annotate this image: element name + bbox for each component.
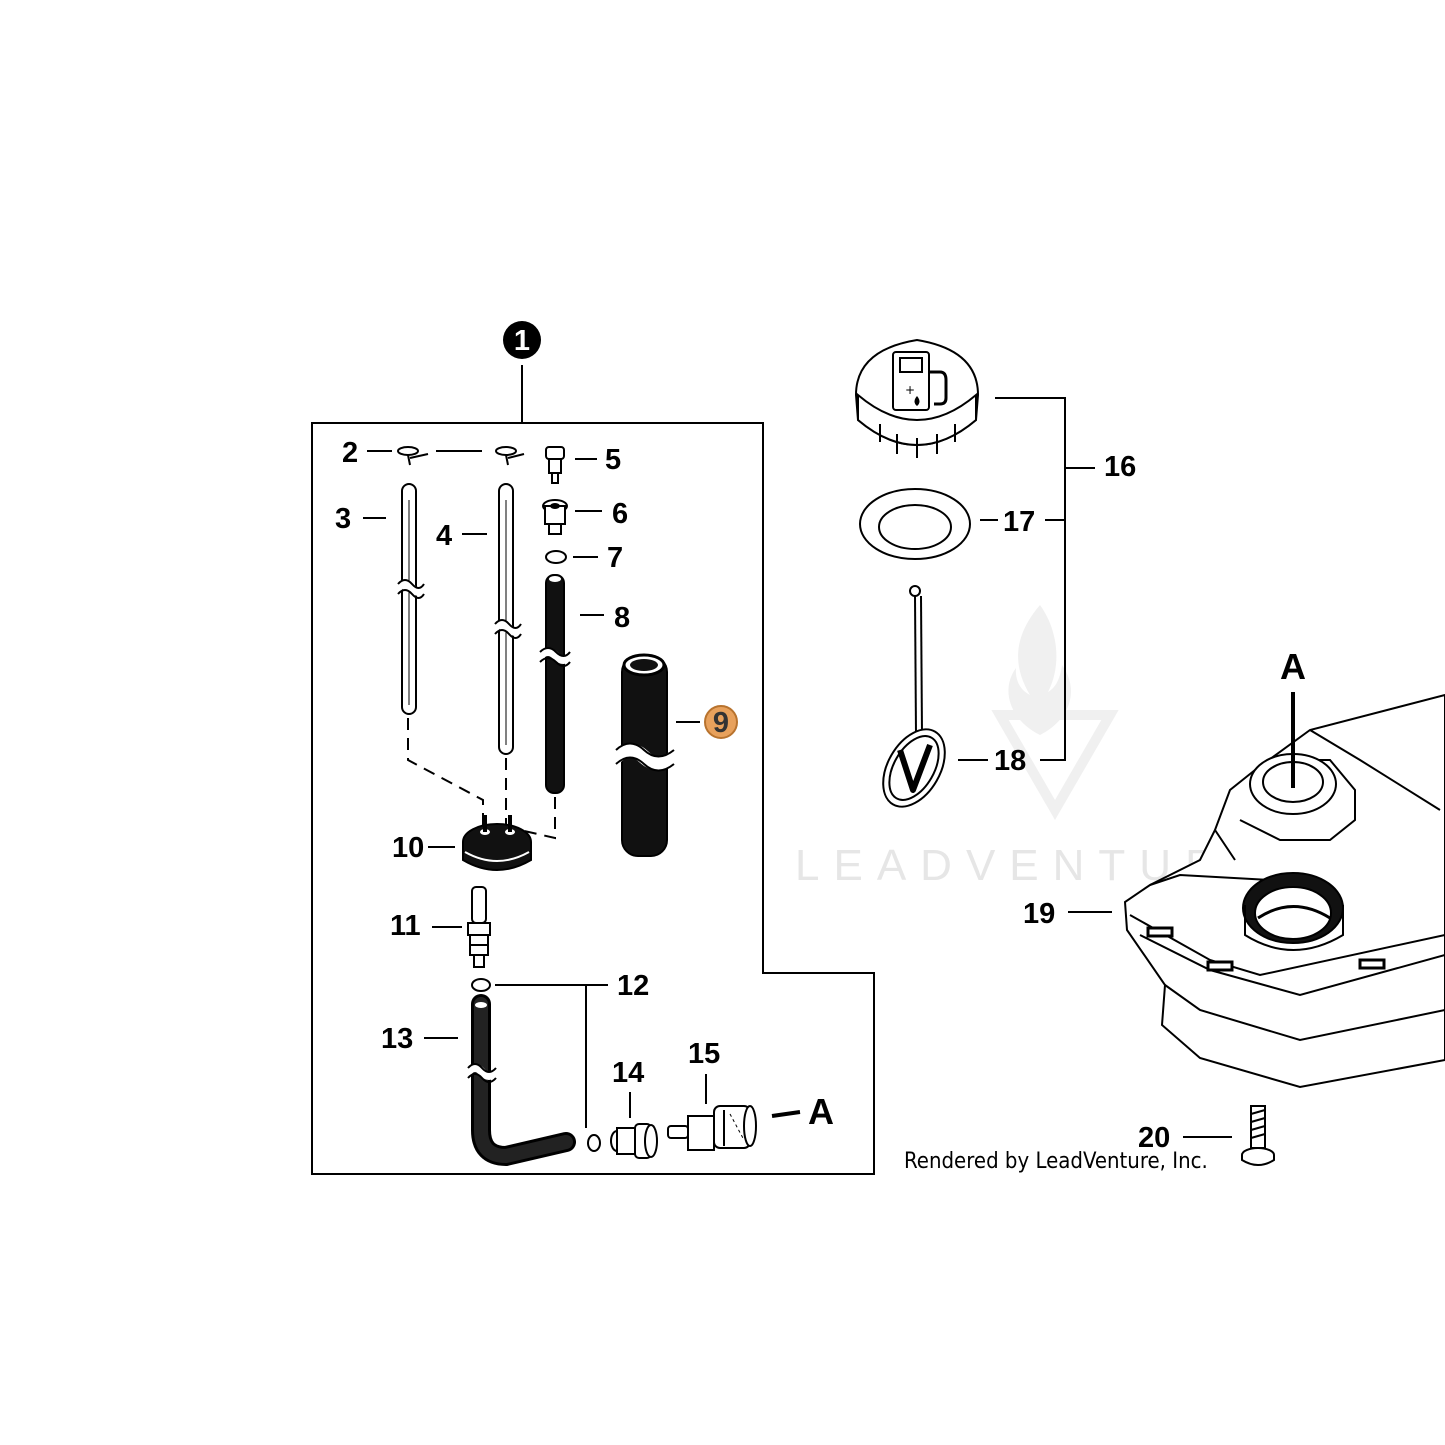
part-19-fuel-tank xyxy=(1123,693,1445,1089)
callout-14[interactable]: 14 xyxy=(612,1057,644,1089)
watermark-logo xyxy=(991,605,1119,820)
callout-9[interactable]: 9 xyxy=(713,707,729,739)
credit-text: Rendered by LeadVenture, Inc. xyxy=(904,1149,1208,1174)
part-9-hose xyxy=(611,653,679,857)
callout-3[interactable]: 3 xyxy=(335,503,351,535)
kit-frame xyxy=(311,422,875,1175)
callout-10[interactable]: 10 xyxy=(392,832,424,864)
reference-a-inner[interactable]: A xyxy=(808,1091,834,1132)
part-11-fitting xyxy=(467,886,491,968)
part-10-cap xyxy=(462,815,532,871)
part-12-o-ring-bottom xyxy=(587,1134,601,1152)
callout-17[interactable]: 17 xyxy=(1003,506,1035,538)
callout-7[interactable]: 7 xyxy=(607,542,623,574)
callout-11[interactable]: 11 xyxy=(390,910,421,942)
callout-6[interactable]: 6 xyxy=(612,498,628,530)
part-3-tube xyxy=(394,483,428,715)
part-20-screw xyxy=(1241,1105,1275,1166)
callout-9-highlight xyxy=(704,705,738,739)
part-2-clip-left xyxy=(397,446,429,466)
callout-1[interactable]: 1 xyxy=(514,325,530,357)
callout-1-badge xyxy=(503,321,541,359)
callout-5[interactable]: 5 xyxy=(605,444,621,476)
callout-16[interactable]: 16 xyxy=(1104,451,1136,483)
part-16-fuel-cap: + xyxy=(854,338,980,458)
part-14-fitting xyxy=(610,1123,658,1159)
callout-12[interactable]: 12 xyxy=(617,970,649,1002)
callout-2[interactable]: 2 xyxy=(342,437,358,469)
callout-8[interactable]: 8 xyxy=(614,602,630,634)
svg-text:+: + xyxy=(905,383,915,397)
callout-15[interactable]: 15 xyxy=(688,1038,720,1070)
part-2-clip-right xyxy=(495,446,525,466)
part-18-tether xyxy=(882,585,946,808)
fuel-pump-icon xyxy=(892,351,930,411)
part-5-fitting xyxy=(545,446,565,484)
callout-4[interactable]: 4 xyxy=(436,520,452,552)
part-8-hose xyxy=(537,574,574,794)
callout-19[interactable]: 19 xyxy=(1023,898,1055,930)
callout-20[interactable]: 20 xyxy=(1138,1122,1170,1154)
part-7-o-ring xyxy=(545,550,567,564)
callout-18[interactable]: 18 xyxy=(994,745,1026,777)
part-6-grommet xyxy=(542,499,568,535)
part-15-fuel-filter xyxy=(667,1105,757,1151)
reference-a-tank[interactable]: A xyxy=(1280,646,1306,687)
part-13-hose xyxy=(464,994,576,1167)
assembly-dashed-lines xyxy=(407,718,556,840)
part-4-tube xyxy=(491,483,525,755)
part-17-gasket xyxy=(859,488,971,560)
callout-13[interactable]: 13 xyxy=(381,1023,413,1055)
part-12-o-ring-top xyxy=(471,978,491,992)
